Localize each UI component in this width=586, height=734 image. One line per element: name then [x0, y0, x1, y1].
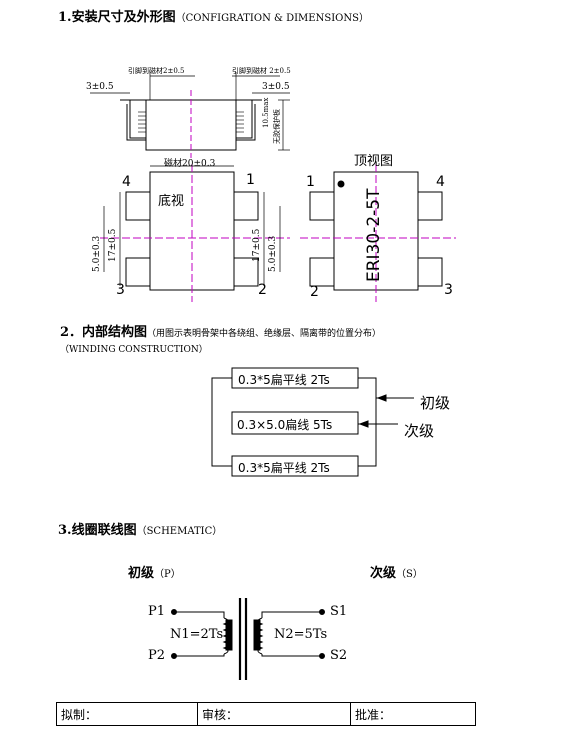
- section3-subtitle: （SCHEMATIC）: [136, 526, 223, 537]
- side-core: [145, 99, 237, 151]
- bottom-view-label: 底视: [158, 194, 185, 209]
- terminal-s1: S1: [330, 604, 348, 619]
- layer-1-text: 0.3*5扁平线 2Ts: [238, 373, 330, 387]
- bottom-dim-right-a: 17±0.5: [252, 228, 262, 262]
- bottom-dim-left-a: 5.0±0.3: [92, 235, 102, 272]
- section2-note: （用图示表明骨架中各绕组、绝缘层、隔离带的位置分布）: [147, 329, 382, 339]
- drafted-cell: 拟制：: [56, 702, 198, 726]
- primary-heading: 初级（P）: [128, 566, 181, 581]
- signoff-table: 拟制： 审核： 批准：: [56, 702, 476, 726]
- layer-box-2: [231, 411, 359, 435]
- secondary-label: 次级: [404, 422, 435, 440]
- schematic-drawing: [171, 598, 325, 680]
- section3-title: 3.线圈联线图（SCHEMATIC）: [58, 523, 223, 538]
- terminal-p1: P1: [148, 604, 166, 619]
- top-view-drawing: [300, 164, 456, 302]
- section2-title: 2．内部结构图（用图示表明骨架中各绕组、绝缘层、隔离带的位置分布）: [60, 325, 382, 340]
- approved-cell: 批准：: [350, 702, 476, 726]
- winding-drawing: [211, 367, 414, 477]
- top-view-label: 顶视图: [354, 154, 394, 169]
- height-label: 10.5max: [262, 97, 270, 128]
- section1-title: 1.安装尺寸及外形图（CONFIGRATION & DIMENSIONS）: [58, 10, 369, 25]
- pin-lead-left-label: 引脚到磁材2±0.5: [128, 67, 185, 75]
- layer-3-text: 0.3*5扁平线 2Ts: [238, 461, 330, 475]
- reviewed-cell: 审核：: [197, 702, 351, 726]
- secondary-heading: 次级（S）: [370, 566, 423, 581]
- section2-subtitle: （WINDING CONSTRUCTION）: [60, 345, 208, 355]
- dim-left-label: 3±0.5: [86, 82, 114, 92]
- core-dim-label: 磁材20±0.3: [164, 159, 216, 169]
- bottom-pin-2: 2: [258, 282, 267, 298]
- top-pin-3: 3: [444, 282, 453, 298]
- top-pin-2: 2: [310, 284, 319, 300]
- part-number: ERI30-2-5T: [364, 188, 384, 282]
- bottom-view-drawing: [100, 164, 290, 302]
- layer-2-text: 0.3×5.0扁线 5Ts: [237, 418, 333, 432]
- pin-lead-right-label: 引脚到磁材 2±0.5: [232, 67, 291, 75]
- bottom-dim-left-b: 17±0.5: [108, 228, 118, 262]
- terminal-s2: S2: [330, 648, 348, 663]
- dim-right-label: 3±0.5: [262, 82, 290, 92]
- section1-subtitle: （CONFIGRATION & DIMENSIONS）: [175, 13, 369, 24]
- terminal-p2: P2: [148, 648, 166, 663]
- top-pin-4: 4: [436, 174, 445, 190]
- primary-label: 初级: [420, 394, 451, 412]
- turns-n2: N2=5Ts: [274, 627, 328, 642]
- top-pin-1: 1: [306, 174, 315, 190]
- pin1-dot: [337, 180, 345, 188]
- height-note-label: 无胶保护板: [273, 109, 281, 144]
- turns-n1: N1=2Ts: [170, 627, 224, 642]
- bottom-pin-3: 3: [116, 282, 125, 298]
- bottom-dim-right-b: 5.0±0.3: [268, 235, 278, 272]
- bottom-pin-1: 1: [246, 172, 255, 188]
- side-view-drawing: [90, 72, 290, 158]
- bottom-pin-4: 4: [122, 174, 131, 190]
